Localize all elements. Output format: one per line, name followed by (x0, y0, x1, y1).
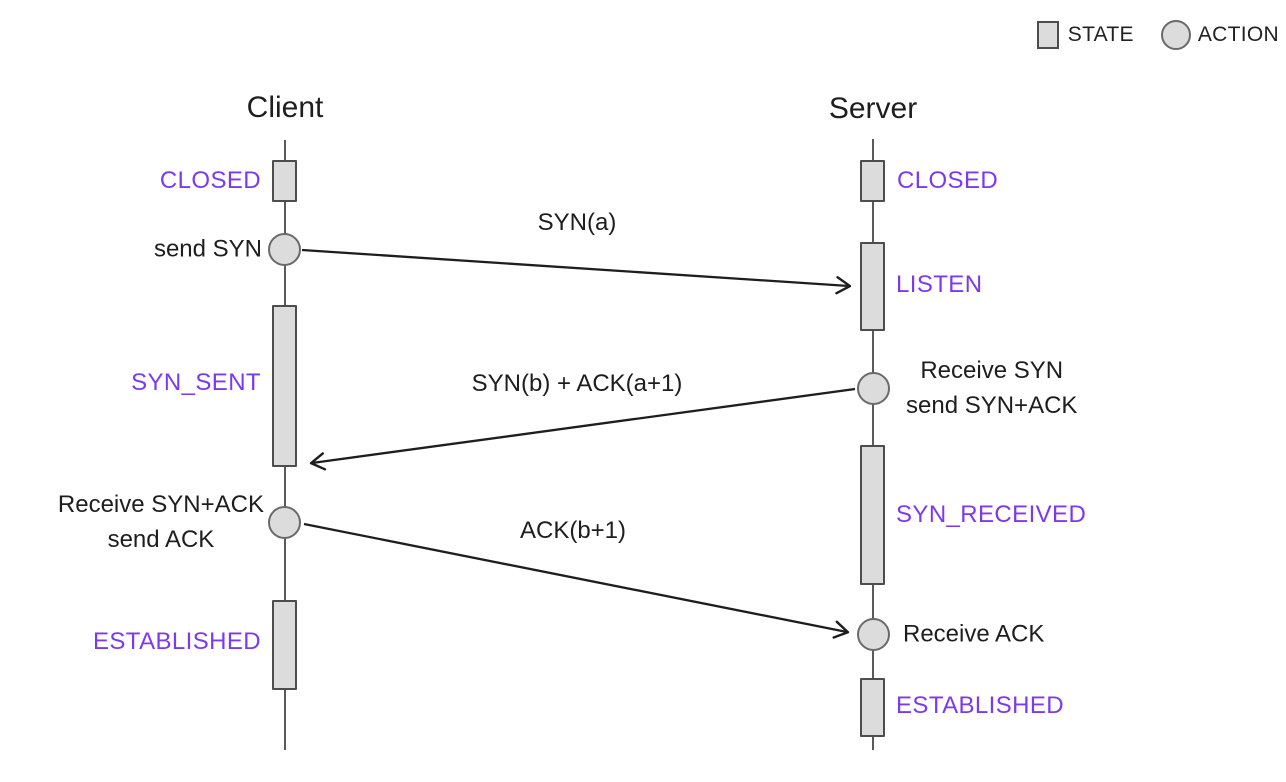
message-syn-label: SYN(a) (537, 209, 617, 236)
client-state-established-label: ESTABLISHED (92, 628, 261, 655)
server-receive-syn-circle (857, 372, 890, 405)
action-circle-icon (1160, 20, 1191, 50)
client-receive-syn-ack-circle (268, 506, 301, 539)
legend-state-label: STATE (1067, 23, 1134, 46)
client-send-syn-circle (268, 233, 301, 266)
legend-state-item: STATE (1036, 21, 1134, 49)
client-action-receive-syn-ack-label: Receive SYN+ACK send ACK (58, 487, 264, 557)
server-state-listen-rect (860, 242, 885, 331)
client-state-syn-sent-rect (272, 305, 297, 467)
client-state-closed-label: CLOSED (159, 167, 261, 194)
server-state-syn-received-rect (860, 445, 885, 585)
server-action-receive-syn-line2: send SYN+ACK (906, 392, 1078, 419)
client-title: Client (246, 91, 324, 124)
client-state-established-rect (272, 600, 297, 690)
client-action-receive-syn-ack-line1: Receive SYN+ACK (57, 491, 264, 518)
server-state-closed-label: CLOSED (897, 167, 999, 194)
message-ack-label: ACK(b+1) (519, 517, 627, 544)
server-state-listen-label: LISTEN (896, 271, 983, 298)
server-state-established-label: ESTABLISHED (896, 692, 1065, 719)
server-receive-ack-circle (857, 618, 890, 651)
legend: STATE ACTION (1036, 20, 1279, 50)
legend-action-item: ACTION (1160, 20, 1279, 50)
server-action-receive-syn-label: Receive SYN send SYN+ACK (906, 353, 1077, 423)
server-title: Server (828, 92, 918, 125)
legend-action-label: ACTION (1197, 23, 1279, 46)
state-square-icon (1036, 21, 1059, 49)
server-action-receive-ack-label: Receive ACK (903, 620, 1045, 648)
server-action-receive-syn-line1: Receive SYN (920, 357, 1064, 384)
server-state-syn-received-label: SYN_RECEIVED (896, 501, 1087, 528)
client-action-send-syn-label: send SYN (153, 235, 262, 263)
arrow-ack (303, 522, 850, 639)
arrow-syn-ack (309, 387, 856, 471)
client-state-closed-rect (272, 160, 297, 202)
message-syn-ack-label: SYN(b) + ACK(a+1) (471, 370, 683, 397)
client-action-receive-syn-ack-line2: send ACK (107, 526, 215, 553)
arrow-syn (301, 248, 852, 295)
client-state-syn-sent-label: SYN_SENT (131, 369, 261, 396)
server-state-closed-rect (860, 160, 885, 202)
server-state-established-rect (860, 678, 885, 737)
